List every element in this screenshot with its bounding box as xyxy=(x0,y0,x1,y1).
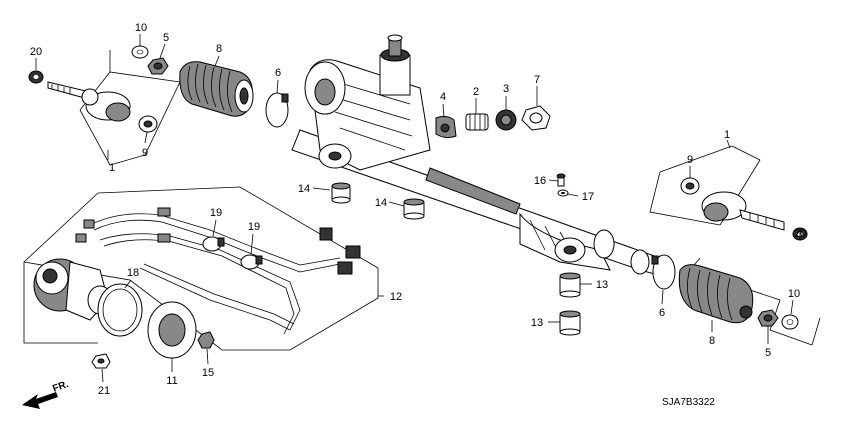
callout-bushing-13a: 13 xyxy=(596,279,608,291)
callout-rack-guide: 4 xyxy=(440,91,446,103)
rack-guide-parts xyxy=(435,105,551,139)
boot-band-left xyxy=(265,92,289,128)
callout-lock-nut-right: 20 xyxy=(794,228,806,240)
callout-band-right: 6 xyxy=(659,307,665,319)
boot-clip-left xyxy=(138,115,158,133)
callout-clip-19a: 19 xyxy=(210,207,222,219)
callout-lock-nut-left: 20 xyxy=(30,46,42,58)
boot-band-right xyxy=(651,254,676,290)
tie-rod-end-right xyxy=(701,191,785,231)
callout-tie-rod-right: 1 xyxy=(724,129,730,141)
mount-bushing-14a xyxy=(331,182,351,204)
front-direction-arrow: FR. xyxy=(22,379,70,409)
callout-boot-left: 8 xyxy=(216,43,222,55)
nut-right xyxy=(757,309,779,327)
harness-clip-19a xyxy=(202,236,225,252)
callout-cover-plate: 11 xyxy=(166,375,177,387)
callout-labels: 20 10 5 8 6 9 1 4 2 3 7 14 14 16 17 1 9 … xyxy=(30,22,806,397)
callout-bolt-16: 16 xyxy=(534,175,546,187)
callout-guide-screw: 3 xyxy=(503,83,509,95)
callout-tie-rod-left: 1 xyxy=(109,162,115,174)
cover-plate xyxy=(147,301,197,359)
tie-rod-end-left xyxy=(47,81,131,122)
motor-harness-group xyxy=(23,186,379,369)
front-label: FR. xyxy=(51,379,70,395)
harness-clip-19b xyxy=(240,254,263,270)
callout-washer-left: 10 xyxy=(135,22,147,34)
rack-boot-right xyxy=(678,264,754,324)
callout-gasket: 18 xyxy=(127,267,139,279)
nut-left xyxy=(147,57,169,75)
flange-nut-15 xyxy=(197,331,215,349)
callout-bolt-21: 21 xyxy=(98,385,110,397)
callout-nut-left: 5 xyxy=(163,32,169,44)
pinion-input-shaft xyxy=(379,34,411,96)
rack-guide-spring xyxy=(465,113,489,131)
motor-gasket xyxy=(97,283,143,337)
washer-17 xyxy=(557,189,569,197)
callout-washer-right: 10 xyxy=(788,288,800,300)
callout-harness: 12 xyxy=(390,291,402,303)
callout-nut-right: 5 xyxy=(765,347,771,359)
bolt-16 xyxy=(556,173,566,187)
steering-gearbox-assembly xyxy=(291,34,667,277)
callout-clip-19b: 19 xyxy=(248,221,260,233)
callout-bushing-14b: 14 xyxy=(375,197,387,209)
callout-nut-15: 15 xyxy=(202,367,214,379)
callout-clip-left: 9 xyxy=(142,147,148,159)
mount-bushing-13a xyxy=(559,272,581,298)
leader-lines xyxy=(35,34,801,383)
front-arrow-icon xyxy=(22,392,58,409)
rack-boot-left xyxy=(179,61,254,117)
boot-clip-right xyxy=(680,177,700,195)
diagram-code: SJA7B3322 xyxy=(662,397,715,408)
callout-bushing-13b: 13 xyxy=(531,317,543,329)
mount-bushing-13b xyxy=(559,310,581,336)
lock-nut-guide xyxy=(521,105,551,131)
left-tie-rod-group xyxy=(28,45,289,166)
washer-left xyxy=(131,45,149,59)
bolt-21 xyxy=(91,353,111,369)
callout-spring: 2 xyxy=(473,86,479,98)
callout-clip-right: 9 xyxy=(687,154,693,166)
mount-bushing-14b xyxy=(403,198,425,220)
callout-washer-17: 17 xyxy=(582,191,594,203)
rack-guide xyxy=(435,115,457,139)
lock-nut-left xyxy=(28,70,44,84)
right-tie-rod-group xyxy=(649,145,821,346)
rack-guide-screw xyxy=(495,109,517,131)
callout-guide-lock-nut: 7 xyxy=(534,74,540,86)
callout-band-left: 6 xyxy=(275,67,281,79)
washer-right xyxy=(781,314,799,330)
callout-boot-right: 8 xyxy=(709,335,715,347)
callout-bushing-14a: 14 xyxy=(298,183,310,195)
